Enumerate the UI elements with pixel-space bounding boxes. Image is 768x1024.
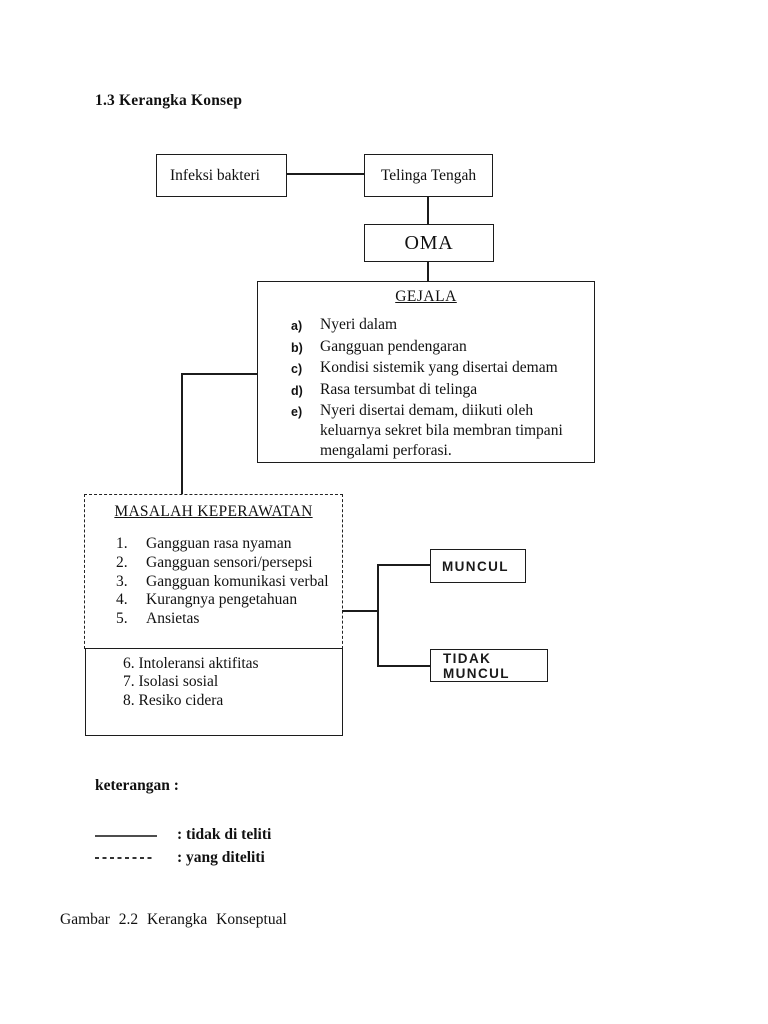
list-item: 7. Isolasi sosial: [123, 673, 219, 691]
list-item-marker: 2.: [116, 553, 128, 571]
connector-gejala-masalah-vertical: [181, 373, 183, 494]
list-item-marker: 5.: [116, 610, 128, 628]
list-item-marker: 3.: [116, 572, 128, 590]
list-item: 6. Intoleransi aktifitas: [123, 655, 259, 672]
legend-solid-label: : tidak di teliti: [177, 826, 272, 843]
legend-dashed-label: : yang diteliti: [177, 849, 265, 866]
masalah-list: 1. Gangguan rasa nyaman 2. Gangguan sens…: [85, 535, 342, 629]
section-heading: 1.3 Kerangka Konsep: [95, 92, 243, 109]
node-muncul: MUNCUL: [430, 549, 526, 583]
list-item-text: Kurangnya pengetahuan: [146, 591, 298, 609]
node-infeksi-bakteri: Infeksi bakteri: [156, 154, 287, 197]
list-item: 5. Ansietas: [116, 610, 342, 629]
list-item: 4. Kurangnya pengetahuan: [116, 591, 342, 610]
list-item-marker: 4.: [116, 591, 128, 609]
legend-title: keterangan :: [95, 777, 179, 794]
masalah-title: MASALAH KEPERAWATAN: [114, 503, 313, 520]
legend-dashed-line: [95, 857, 153, 860]
node-telinga-tengah-label: Telinga Tengah: [380, 166, 477, 184]
list-item-text: Nyeri dalam: [320, 316, 398, 333]
list-item: e) Nyeri disertai demam, diikuti oleh ke…: [291, 401, 594, 460]
list-item-text: Gangguan komunikasi verbal: [146, 572, 329, 590]
connector-oma-gejala: [427, 261, 429, 282]
list-item: 1. Gangguan rasa nyaman: [116, 535, 342, 554]
list-item-marker: d): [291, 383, 303, 398]
node-oma-label: OMA: [404, 231, 454, 254]
figure-caption: Gambar 2.2 Kerangka Konseptual: [60, 911, 287, 928]
connector-telinga-oma: [427, 196, 429, 225]
list-item-text: Nyeri disertai demam, diikuti oleh kelua…: [320, 402, 563, 459]
connector-masalah-branch: [342, 610, 378, 612]
list-item: c) Kondisi sistemik yang disertai demam: [291, 358, 594, 380]
gejala-title: GEJALA: [395, 288, 457, 305]
list-item-marker: a): [291, 319, 303, 333]
connector-branch-tidak-muncul: [378, 665, 430, 667]
list-item: 8. Resiko cidera: [123, 691, 224, 709]
list-item-marker: e): [291, 405, 303, 420]
node-masalah-keperawatan: MASALAH KEPERAWATAN 1. Gangguan rasa nya…: [84, 494, 343, 649]
node-tidak-muncul-label: TIDAK MUNCUL: [443, 650, 510, 681]
list-item-text: Kondisi sistemik yang disertai demam: [320, 359, 558, 377]
connector-gejala-masalah-horizontal: [181, 373, 257, 375]
list-item: 2. Gangguan sensori/persepsi: [116, 554, 342, 573]
node-gejala: GEJALA a) Nyeri dalam b) Gangguan penden…: [257, 281, 595, 463]
connector-branch-vertical: [377, 564, 379, 667]
list-item-text: Gangguan rasa nyaman: [146, 535, 292, 552]
list-item: d) Rasa tersumbat di telinga: [291, 380, 594, 402]
gejala-list: a) Nyeri dalam b) Gangguan pendengaran c…: [258, 315, 594, 460]
list-item-text: Ansietas: [146, 610, 200, 628]
list-item-text: Rasa tersumbat di telinga: [320, 380, 478, 398]
legend-solid-line: [95, 835, 157, 838]
list-item-text: Gangguan pendengaran: [320, 337, 467, 355]
node-oma: OMA: [364, 224, 494, 262]
list-item-marker: 1.: [116, 535, 128, 552]
node-infeksi-bakteri-label: Infeksi bakteri: [170, 166, 260, 184]
list-item-marker: b): [291, 340, 303, 355]
list-item: b) Gangguan pendengaran: [291, 337, 594, 359]
node-telinga-tengah: Telinga Tengah: [364, 154, 493, 197]
list-item-marker: c): [291, 362, 303, 377]
node-extra-items: 6. Intoleransi aktifitas 7. Isolasi sosi…: [85, 648, 343, 736]
node-tidak-muncul: TIDAK MUNCUL: [430, 649, 548, 682]
list-item: 3. Gangguan komunikasi verbal: [116, 573, 342, 592]
node-muncul-label: MUNCUL: [442, 558, 509, 574]
list-item-text: Gangguan sensori/persepsi: [146, 553, 313, 571]
connector-infeksi-telinga: [287, 173, 364, 175]
list-item: a) Nyeri dalam: [291, 315, 594, 337]
connector-branch-muncul: [378, 564, 430, 566]
